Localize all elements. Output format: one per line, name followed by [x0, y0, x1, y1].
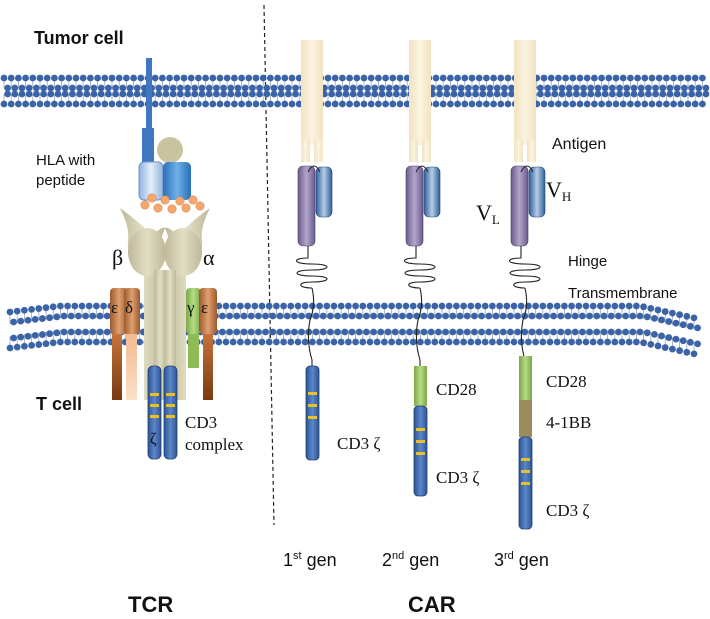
beta-chain-label: β: [112, 245, 123, 270]
cd3-gamma-epsilon: [186, 288, 217, 400]
cd3-complex-label-line2: complex: [185, 435, 244, 454]
gen3-41bb-label: 4-1BB: [546, 413, 591, 432]
gen1-cd3-zeta-label: CD3 ζ: [337, 434, 380, 453]
hla-label-line2: peptide: [36, 172, 85, 189]
gamma-label: γ: [186, 298, 195, 317]
hinge-label: Hinge: [568, 253, 607, 270]
tcr-alpha-beta-chains: [120, 208, 210, 400]
zeta-label: ζ: [150, 431, 157, 448]
tcr-label: TCR: [128, 592, 173, 617]
gen1-label: 1st gen: [283, 550, 337, 570]
cd3-zeta-dimer: [147, 365, 178, 460]
vh-label: VH: [546, 177, 571, 204]
gen2-cd3-zeta-label: CD3 ζ: [436, 468, 479, 487]
divider-line: [263, 4, 275, 526]
car-constructs: [295, 40, 546, 530]
transmembrane-label: Transmembrane: [568, 285, 677, 302]
peptide-beads: [140, 193, 205, 214]
hla-label-line1: HLA with: [36, 152, 95, 169]
gen3-label: 3rd gen: [494, 550, 549, 570]
t-cell-label: T cell: [36, 394, 82, 414]
cd3-complex-label-line1: CD3: [185, 413, 217, 432]
antigen-label: Antigen: [552, 136, 606, 153]
gen3-cd3-zeta-label: CD3 ζ: [546, 501, 589, 520]
car-label: CAR: [408, 592, 456, 617]
car-gen3: [508, 40, 546, 530]
delta-label: δ: [125, 298, 133, 317]
gen3-cd28-label: CD28: [546, 372, 587, 391]
tumor-cell-label: Tumor cell: [34, 28, 124, 48]
epsilon-left-label: ε: [111, 298, 118, 317]
car-gen2: [403, 40, 441, 497]
gen2-label: 2nd gen: [382, 550, 439, 570]
alpha-chain-label: α: [203, 245, 215, 270]
epsilon-right-label: ε: [201, 298, 208, 317]
hla-molecule: [138, 58, 191, 201]
car-gen1: [295, 40, 333, 461]
vl-label: VL: [476, 200, 500, 227]
cd3-epsilon-delta: [110, 288, 140, 400]
tumor-cell-membrane: [0, 74, 710, 108]
gen2-cd28-label: CD28: [436, 380, 477, 399]
